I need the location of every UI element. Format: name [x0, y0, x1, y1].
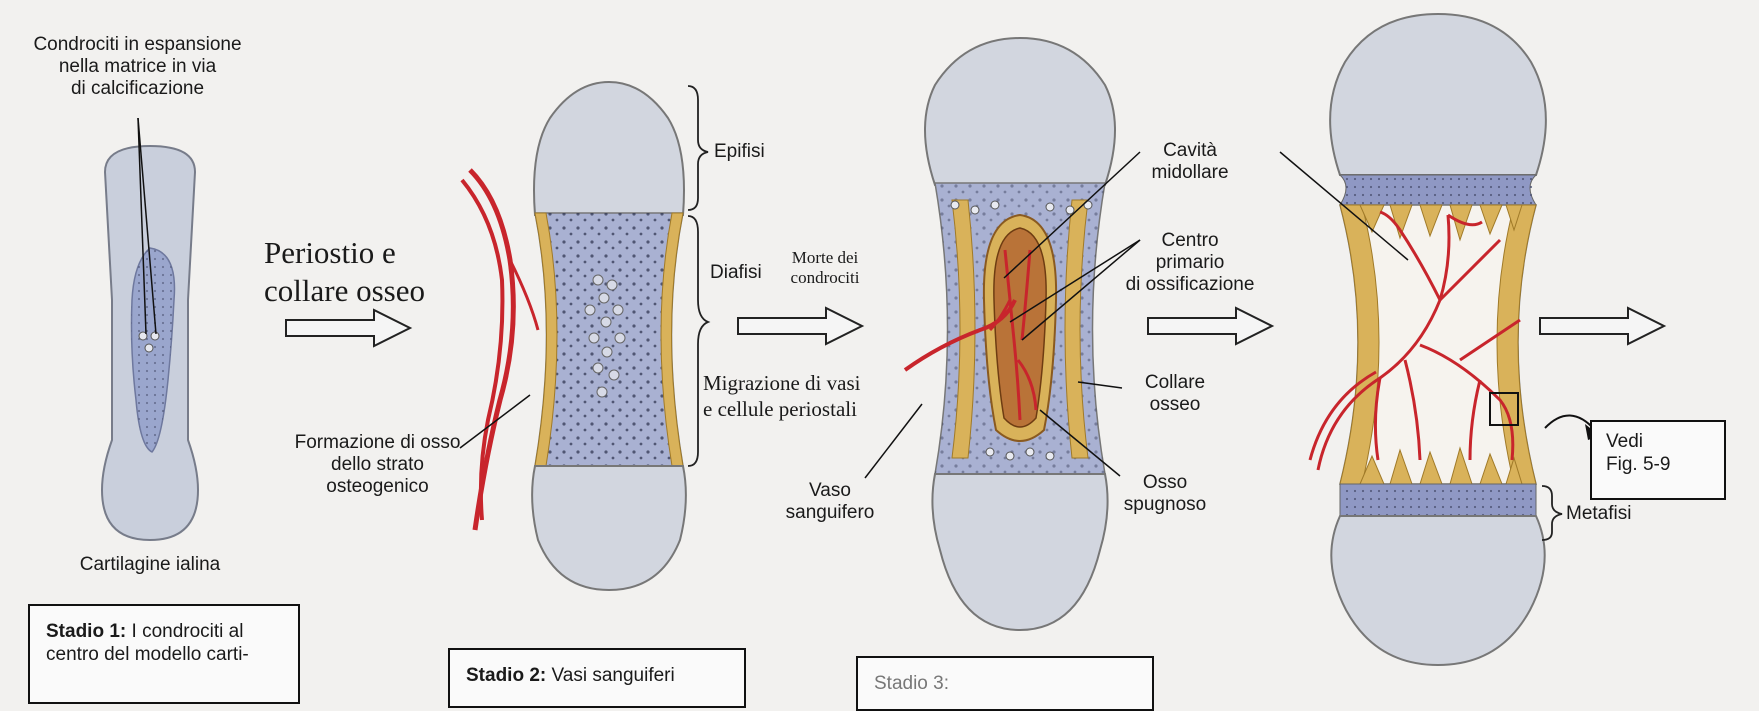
migration-label: Migrazione di vasi e cellule periostali [703, 370, 860, 422]
chondrocytes-label: Condrociti in espansione nella matrice i… [5, 34, 270, 100]
stage3-bone-model [865, 38, 1140, 630]
arrow-stage3-4 [1148, 308, 1272, 344]
stage1-title: Stadio 1: [46, 621, 126, 642]
stage3-caption-box: Stadio 3: [856, 656, 1154, 711]
arrow-stage2-3 [738, 308, 862, 344]
epiphysis-label: Epifisi [714, 141, 765, 163]
arrow-stage4-next [1540, 308, 1664, 344]
bone-collar-label: Collare osseo [1100, 372, 1250, 416]
chondrocyte-death-label: Morte dei condrociti [770, 248, 880, 288]
stage4-bone-model [1280, 14, 1600, 665]
marrow-cavity-label: Cavità midollare [1130, 140, 1250, 184]
stage2-title: Stadio 2: [466, 665, 546, 686]
stage2-caption-box: Stadio 2: Vasi sanguiferi [448, 648, 746, 708]
metaphysis-label: Metafisi [1566, 503, 1631, 525]
stage3-text: Stadio 3: [874, 673, 949, 694]
hyaline-cartilage-label: Cartilagine ialina [60, 554, 240, 576]
bone-formation-label: Formazione di osso dello strato osteogen… [270, 432, 485, 498]
stage2-bone-model [460, 82, 708, 590]
stage1-cartilage-model [102, 118, 198, 540]
see-figure-box: Vedi Fig. 5-9 [1590, 420, 1726, 500]
blood-vessel-label: Vaso sanguifero [770, 480, 890, 524]
primary-center-label: Centro primario di ossificazione [1090, 230, 1290, 296]
arrow-stage1-2 [286, 310, 410, 346]
stage2-text: Vasi sanguiferi [552, 665, 675, 686]
stage1-caption-box: Stadio 1: I condrociti al centro del mod… [28, 604, 300, 704]
spongy-bone-label: Osso spugnoso [1090, 472, 1240, 516]
periosteum-label: Periostio e collare osseo [264, 234, 425, 310]
diaphysis-label: Diafisi [710, 262, 762, 284]
